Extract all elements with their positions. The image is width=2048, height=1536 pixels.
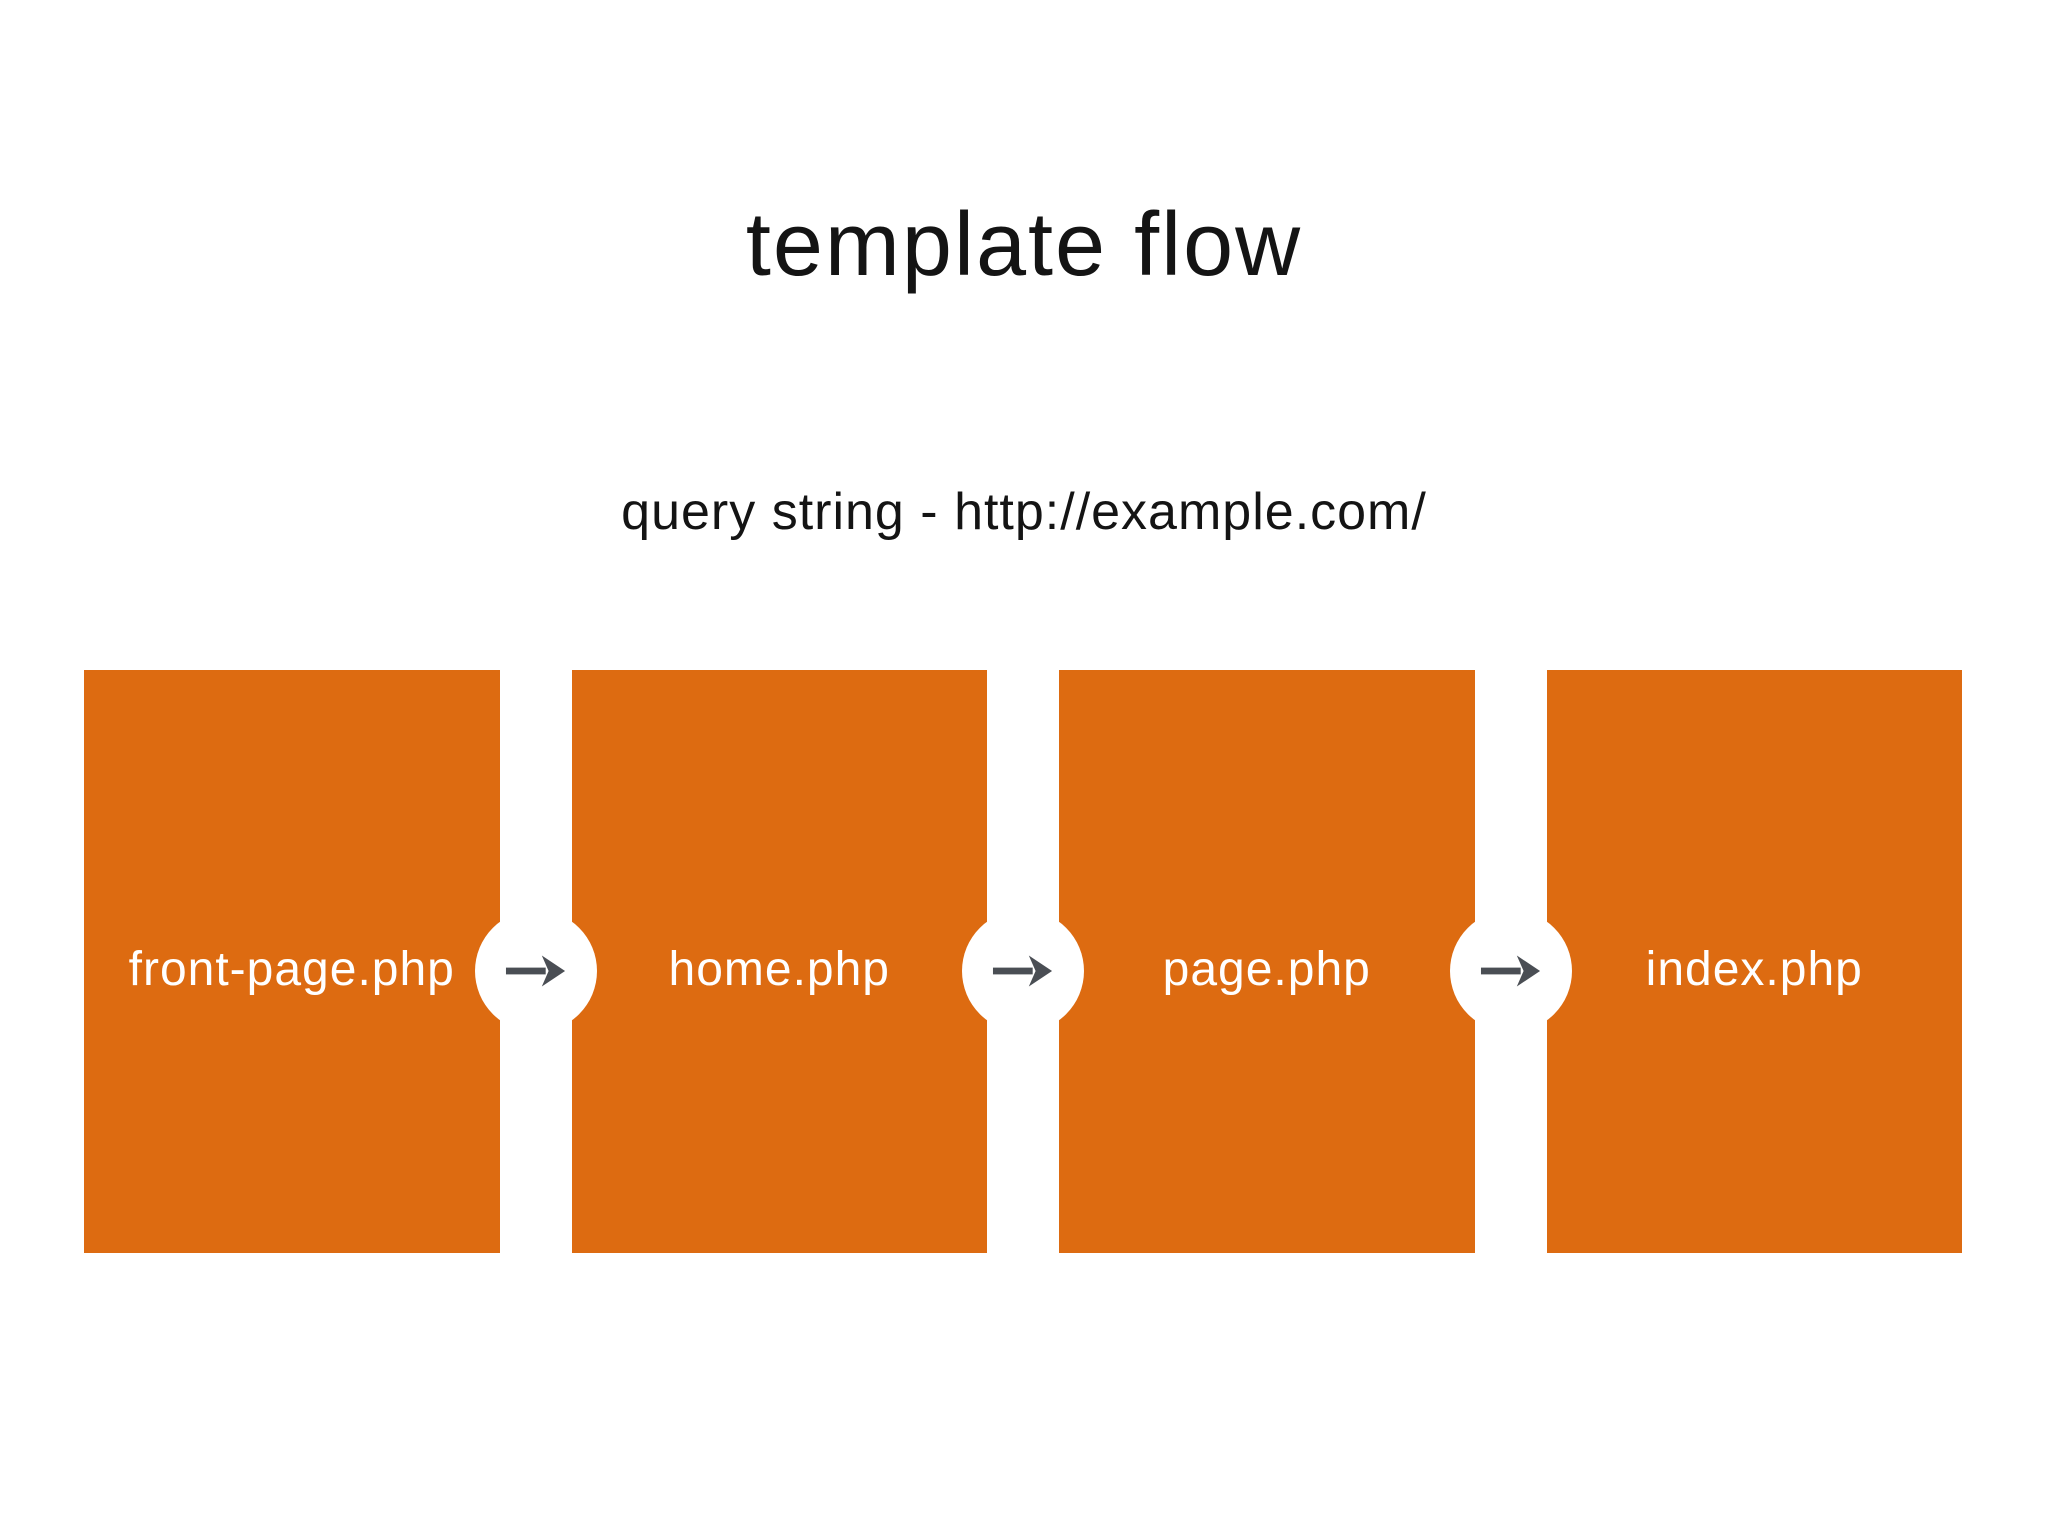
flow-node-label: front-page.php: [128, 943, 455, 996]
flow-node: index.php: [1546, 670, 1962, 1253]
flow-connector: [1449, 670, 1572, 1253]
slide-title: template flow: [745, 195, 1303, 295]
flow-node-label: home.php: [668, 943, 890, 996]
flow-node: home.php: [571, 670, 987, 1253]
slide-subtitle: query string - http://example.com/: [621, 483, 1427, 541]
flow-node: front-page.php: [84, 670, 500, 1253]
flow-connector: [962, 670, 1084, 1253]
arrow-right-icon: [992, 955, 1053, 986]
flow-node-label: index.php: [1645, 943, 1863, 996]
connector-circle: [962, 909, 1084, 1032]
flow-connector: [474, 670, 597, 1253]
flow-node: page.php: [1059, 670, 1475, 1253]
arrow-right-icon: [1480, 955, 1540, 986]
connector-circle: [474, 909, 597, 1032]
connector-circle: [1449, 909, 1572, 1032]
arrow-right-icon: [505, 955, 565, 986]
flow-row: front-page.php home.php page.php index.php: [84, 670, 1962, 1253]
flow-node-label: page.php: [1162, 943, 1371, 996]
